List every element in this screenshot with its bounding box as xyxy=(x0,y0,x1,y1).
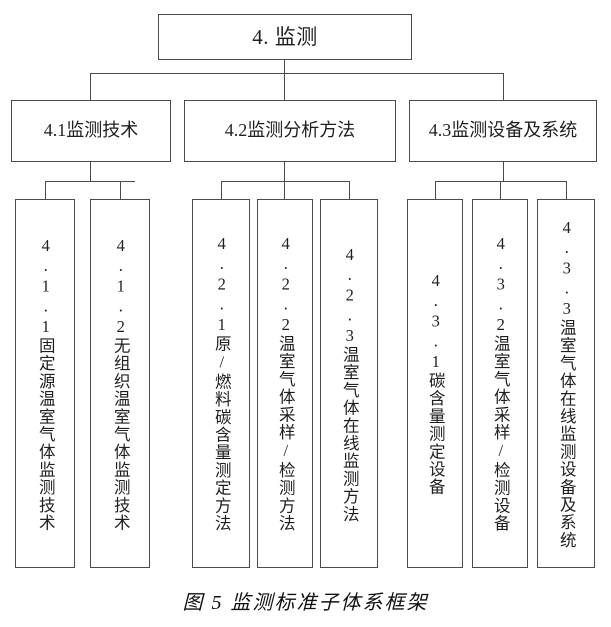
node-4-1-label: 4.1监测技术 xyxy=(43,120,139,141)
connector-drop-4-1-1 xyxy=(45,181,46,199)
node-4-3-3-label: 4.3.3温室气体在线监测设备及系统 xyxy=(557,217,577,550)
connector-drop-4-2 xyxy=(284,73,285,100)
connector-4-2-stem xyxy=(284,162,285,181)
connector-drop-4-3-3 xyxy=(566,181,567,199)
node-root-label: 4. 监测 xyxy=(252,24,318,49)
node-4-1-monitoring-technology: 4.1监测技术 xyxy=(11,100,171,162)
node-4-3-3-online-equipment: 4.3.3温室气体在线监测设备及系统 xyxy=(537,199,595,568)
connector-4-3-stem xyxy=(503,162,504,181)
node-4-3-1-label: 4.3.1碳含量测定设备 xyxy=(426,271,446,496)
connector-drop-4-2-3 xyxy=(349,181,350,199)
node-4-3-2-label: 4.3.2温室气体采样/检测设备 xyxy=(491,234,511,533)
node-4-2-1-label: 4.2.1原/燃料碳含量测定方法 xyxy=(212,234,232,533)
node-4-2-2-sampling-method: 4.2.2温室气体采样/检测方法 xyxy=(257,199,313,568)
figure-caption: 图 5 监测标准子体系框架 xyxy=(182,592,429,614)
node-4-3-1-carbon-equipment: 4.3.1碳含量测定设备 xyxy=(407,199,463,568)
connector-drop-4-3-2 xyxy=(500,181,501,199)
node-root-4-monitoring: 4. 监测 xyxy=(158,14,412,60)
node-4-1-2-fugitive: 4.1.2无组织温室气体监测技术 xyxy=(90,199,150,568)
connector-level2-bus xyxy=(90,73,503,74)
connector-4-1-stem xyxy=(90,162,91,181)
connector-drop-4-1 xyxy=(90,73,91,100)
node-4-2-analysis-methods: 4.2监测分析方法 xyxy=(184,100,396,162)
connector-drop-4-3-1 xyxy=(435,181,436,199)
node-4-2-3-label: 4.2.3温室气体在线监测方法 xyxy=(340,244,360,523)
node-4-3-label: 4.3监测设备及系统 xyxy=(428,120,578,141)
node-4-1-1-label: 4.1.1固定源温室气体监测技术 xyxy=(36,235,56,532)
node-4-2-label: 4.2监测分析方法 xyxy=(224,120,356,141)
connector-drop-4-2-1 xyxy=(221,181,222,199)
node-4-3-2-sampling-equipment: 4.3.2温室气体采样/检测设备 xyxy=(472,199,528,568)
connector-drop-4-2-2 xyxy=(284,181,285,199)
node-4-1-1-stationary-source: 4.1.1固定源温室气体监测技术 xyxy=(15,199,75,568)
connector-4-1-bus xyxy=(45,181,135,182)
node-4-2-2-label: 4.2.2温室气体采样/检测方法 xyxy=(276,234,296,533)
node-4-2-1-carbon-content: 4.2.1原/燃料碳含量测定方法 xyxy=(192,199,250,568)
connector-drop-4-1-2 xyxy=(120,181,121,199)
node-4-2-3-online-method: 4.2.3温室气体在线监测方法 xyxy=(320,199,378,568)
connector-drop-4-3 xyxy=(503,73,504,100)
connector-4-2-bus xyxy=(221,181,349,182)
node-4-3-equipment-systems: 4.3监测设备及系统 xyxy=(409,100,597,162)
node-4-1-2-label: 4.1.2无组织温室气体监测技术 xyxy=(111,235,131,532)
